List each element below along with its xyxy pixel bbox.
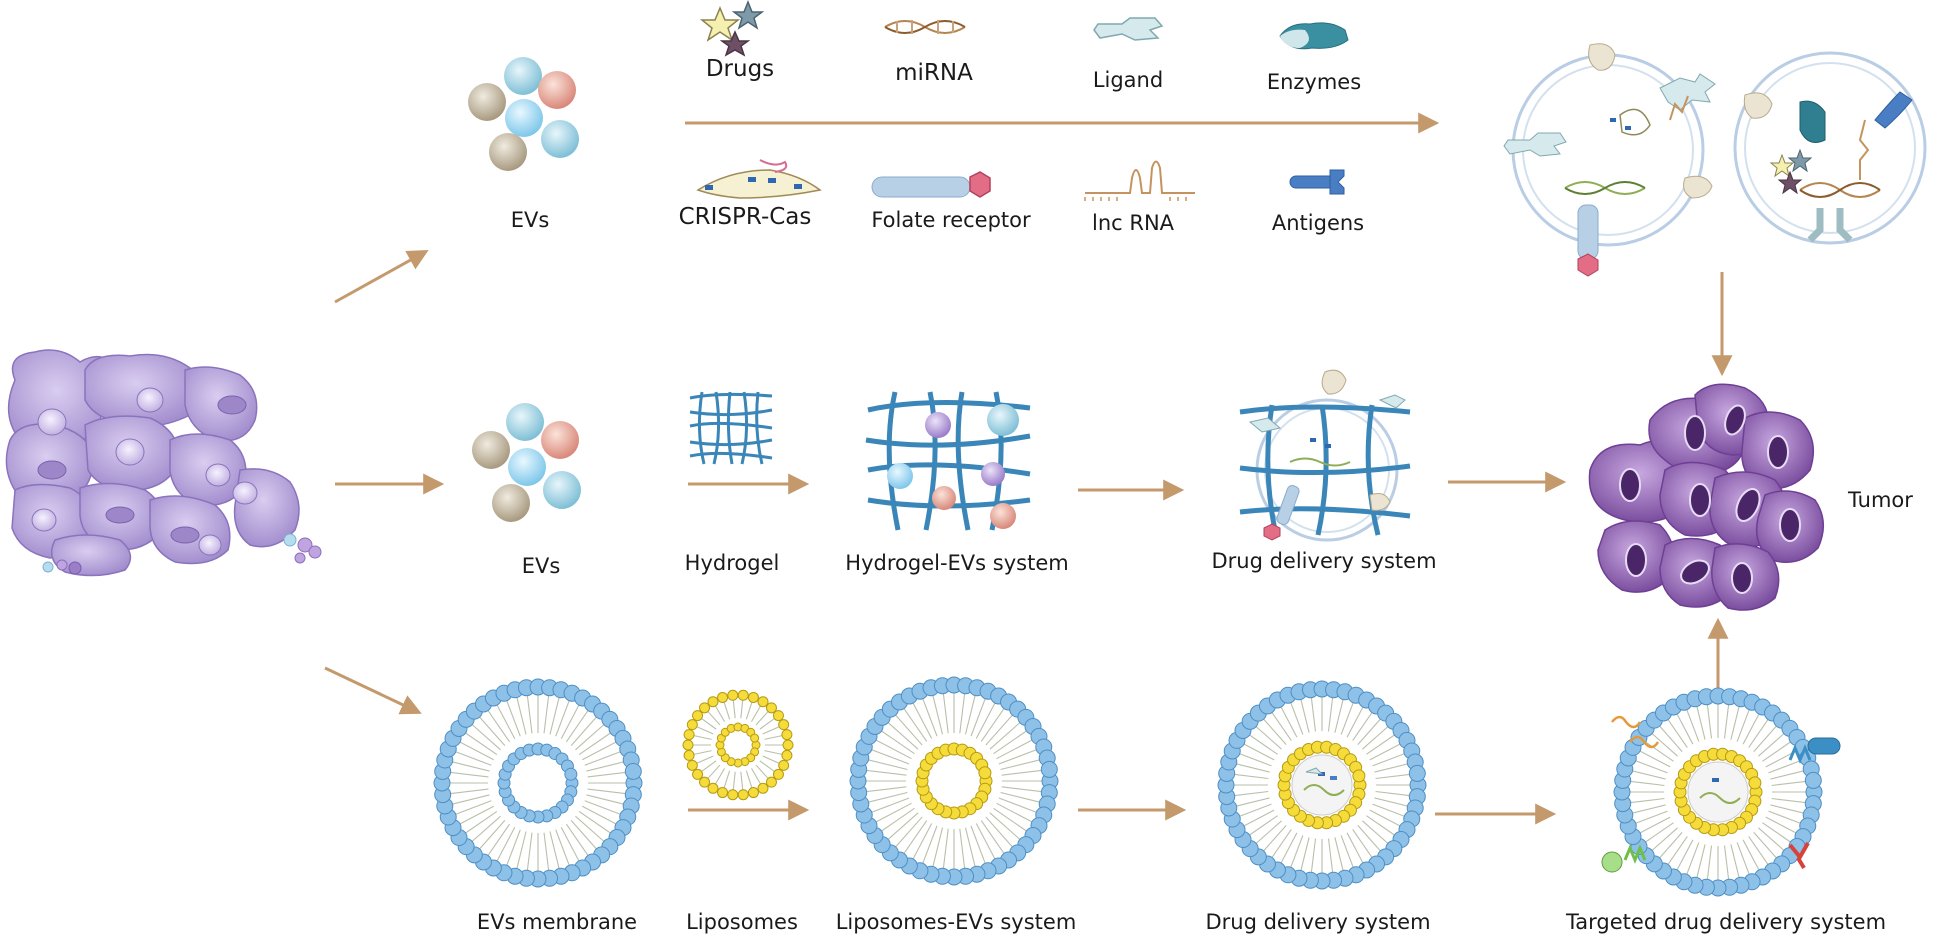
evs-cluster-middle (472, 403, 581, 522)
label-targeted-drug-delivery: Targeted drug delivery system (1565, 910, 1887, 934)
hydrogel-mesh (689, 391, 773, 465)
label-folate: Folate receptor (871, 208, 1031, 232)
label-evs-middle: EVs (521, 554, 561, 578)
label-enzymes: Enzymes (1266, 70, 1362, 94)
liposome-drug-delivery-vesicle (1217, 680, 1427, 890)
label-liposomes: Liposomes (686, 910, 798, 934)
cell-cluster (5, 349, 322, 577)
flow-arrows (324, 112, 1733, 825)
label-hydrogel-evs-system: Hydrogel-EVs system (845, 551, 1069, 575)
lnc-rna-icon (1084, 160, 1195, 201)
label-evs-top: EVs (510, 208, 550, 232)
label-antigens: Antigens (1271, 211, 1365, 235)
hydrogel-drug-delivery (1239, 369, 1411, 542)
label-lncrna: lnc RNA (1091, 211, 1175, 235)
label-drug-delivery-liposome: Drug delivery system (1205, 910, 1431, 934)
label-evs-membrane: EVs membrane (476, 910, 638, 934)
targeted-drug-delivery-vesicle (1601, 687, 1841, 897)
drugs-icon (699, 0, 765, 57)
label-tumor: Tumor (1848, 488, 1913, 512)
liposomes-evs-vesicle (849, 676, 1059, 886)
label-hydrogel: Hydrogel (684, 551, 780, 575)
ligand-icon (1093, 17, 1164, 41)
label-liposomes-evs-system: Liposomes-EVs system (835, 910, 1077, 934)
antigens-icon (1289, 169, 1345, 195)
loaded-evs-left (1503, 43, 1716, 277)
label-drugs: Drugs (705, 56, 775, 82)
loaded-evs-right (1733, 51, 1927, 245)
folate-receptor-icon (871, 171, 991, 198)
label-mirna: miRNA (895, 60, 973, 86)
mirna-icon (884, 20, 966, 34)
label-drug-delivery-hydrogel: Drug delivery system (1211, 549, 1437, 573)
evs-cluster-top (468, 57, 579, 171)
enzymes-icon (1279, 22, 1349, 50)
liposome-row (433, 676, 1841, 897)
label-crispr: CRISPR-Cas (678, 204, 812, 230)
liposome-vesicle (682, 689, 794, 801)
arrow-to-evs-membrane (324, 666, 422, 715)
crispr-cas-icon (696, 159, 822, 199)
tumor-cluster (1588, 383, 1824, 611)
hydrogel-evs-mesh (865, 391, 1031, 531)
arrow-to-evs-top (334, 249, 429, 304)
evs-membrane-vesicle (433, 678, 643, 888)
label-ligand: Ligand (1092, 68, 1164, 92)
